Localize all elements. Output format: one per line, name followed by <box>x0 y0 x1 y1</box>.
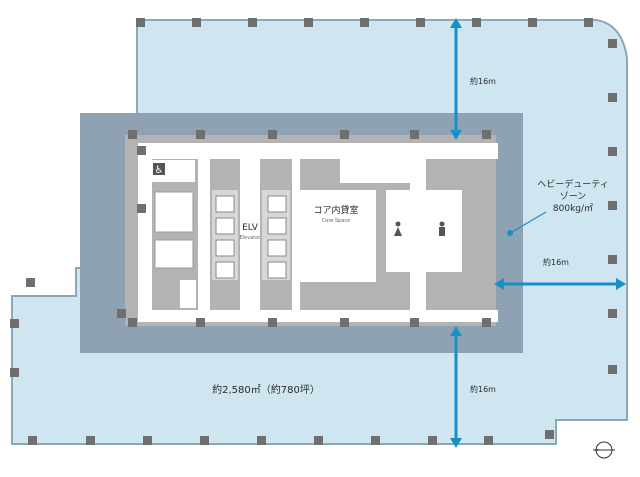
column <box>410 318 419 327</box>
dimension-top-head-down <box>450 130 462 140</box>
dimension-top-head-up <box>450 18 462 28</box>
column <box>371 436 380 445</box>
elevator-cab <box>215 195 235 213</box>
column <box>340 318 349 327</box>
column <box>608 365 617 374</box>
elevator-cab <box>267 217 287 235</box>
column <box>360 18 369 27</box>
column <box>608 309 617 318</box>
column <box>608 201 617 210</box>
column <box>10 368 19 377</box>
column <box>416 18 425 27</box>
dimension-right-head-left <box>494 278 504 290</box>
floor-area-label: 約2,580㎡（約780坪） <box>212 383 320 396</box>
column <box>584 18 593 27</box>
column <box>410 130 419 139</box>
column <box>472 18 481 27</box>
column <box>196 318 205 327</box>
dimension-bottom-label: 約16m <box>470 384 496 394</box>
column <box>608 39 617 48</box>
core-corridors <box>138 143 498 322</box>
man-icon <box>439 221 445 236</box>
elevator-cab <box>267 195 287 213</box>
column <box>340 130 349 139</box>
elevator-cab <box>215 239 235 257</box>
column <box>257 436 266 445</box>
column <box>137 204 146 213</box>
column <box>484 436 493 445</box>
column <box>248 18 257 27</box>
elevator-cab <box>215 217 235 235</box>
column <box>196 130 205 139</box>
heavy-duty-label-3: 800kg/㎡ <box>553 203 593 214</box>
core-space-label: コア内貸室 <box>313 204 358 216</box>
column <box>482 130 491 139</box>
heavy-zone-leader <box>511 211 547 233</box>
column <box>428 436 437 445</box>
column <box>482 318 491 327</box>
structural-columns <box>10 18 617 445</box>
dimension-bottom-head-up <box>450 326 462 336</box>
svg-text:♿: ♿ <box>155 165 164 176</box>
column <box>136 18 145 27</box>
column <box>143 436 152 445</box>
column <box>192 18 201 27</box>
dimension-arrows <box>450 18 626 448</box>
core-space-sub-label: Core Space <box>322 218 350 224</box>
elv-sub-label: Elevator <box>240 235 262 241</box>
dimension-top-label: 約16m <box>470 76 496 86</box>
column <box>86 436 95 445</box>
elevator-cab <box>215 261 235 279</box>
wheelchair-icon: ♿ <box>153 163 165 176</box>
column <box>268 130 277 139</box>
column <box>608 255 617 264</box>
elv-label: ELV <box>242 223 259 233</box>
column <box>608 93 617 102</box>
column <box>200 436 209 445</box>
elevator-cab <box>267 261 287 279</box>
column <box>545 430 554 439</box>
north-compass-icon <box>593 441 615 459</box>
column <box>128 318 137 327</box>
dimension-right-head-right <box>616 278 626 290</box>
elevator-cab <box>267 239 287 257</box>
dimension-bottom-head-down <box>450 438 462 448</box>
column <box>268 318 277 327</box>
column <box>128 130 137 139</box>
column <box>608 147 617 156</box>
dimension-right-label: 約16m <box>543 257 569 267</box>
column <box>26 278 35 287</box>
column <box>28 436 37 445</box>
column <box>314 436 323 445</box>
column <box>10 319 19 328</box>
woman-icon <box>394 221 402 236</box>
column <box>137 146 146 155</box>
column <box>304 18 313 27</box>
heavy-duty-label-1: ヘビーデューティ <box>537 178 608 190</box>
heavy-duty-label-2: ゾーン <box>560 191 587 202</box>
heavy-zone-leader-dot <box>507 230 513 236</box>
column <box>528 18 537 27</box>
elevator-cabs <box>215 195 287 279</box>
column <box>117 309 126 318</box>
